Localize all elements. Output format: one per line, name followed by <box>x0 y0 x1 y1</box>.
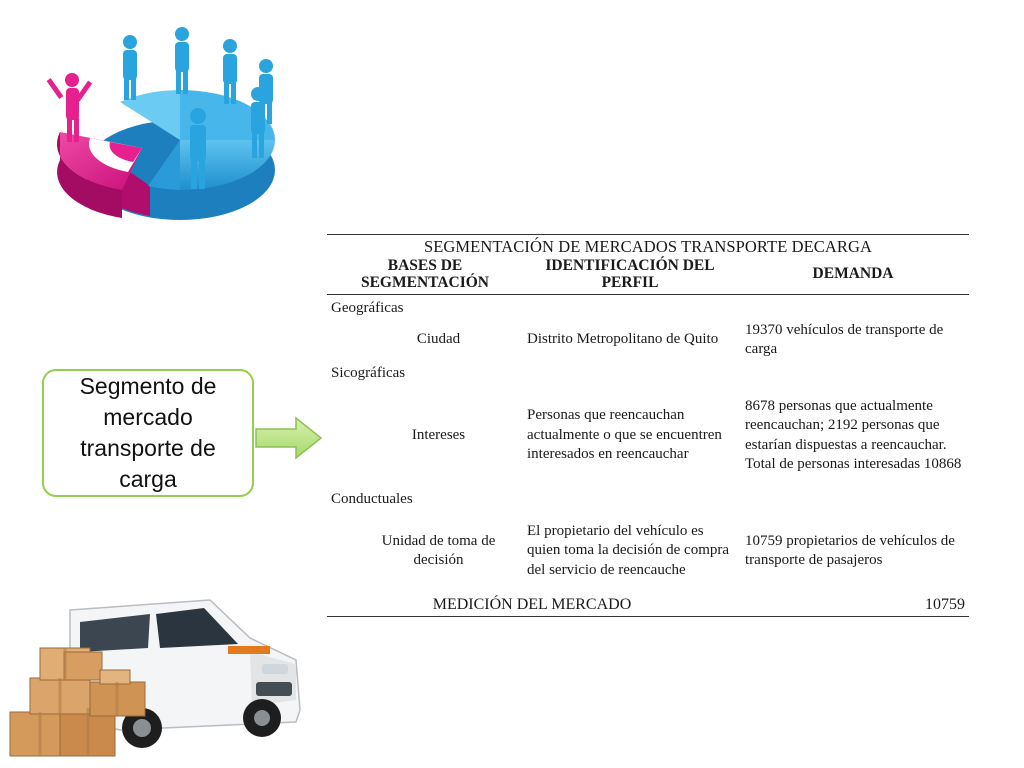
table-title: SEGMENTACIÓN DE MERCADOS TRANSPORTE DECA… <box>423 237 873 256</box>
table-header-row: BASES DE SEGMENTACIÓN IDENTIFICACIÓN DEL… <box>327 256 970 294</box>
table-row: Unidad de toma de decisión El propietari… <box>327 509 969 593</box>
perfil-cell: Personas que reencauchan actualmente o q… <box>527 407 722 463</box>
people-target-pie-illustration <box>46 27 275 220</box>
table-row: Ciudad Distrito Metropolitano de Quito 1… <box>327 318 969 362</box>
demanda-cell: 10759 propietarios de vehículos de trans… <box>745 532 955 569</box>
base-cell: Unidad de toma de decisión <box>381 532 496 569</box>
table-row: Intereses Personas que reencauchan actua… <box>327 384 969 488</box>
category-label: Geográficas <box>331 299 404 316</box>
header-bases: BASES DE SEGMENTACIÓN <box>360 256 490 291</box>
cargo-van-with-boxes-illustration <box>9 599 301 757</box>
total-value: 10759 <box>925 596 966 613</box>
right-arrow-icon <box>255 416 323 460</box>
segment-callout-box: Segmento de mercado transporte de carga <box>42 369 254 497</box>
perfil-cell: Distrito Metropolitano de Quito <box>527 331 719 348</box>
header-perfil: IDENTIFICACIÓN DEL PERFIL <box>545 256 715 291</box>
base-cell: Intereses <box>411 426 466 443</box>
category-label: Conductuales <box>331 490 413 507</box>
base-cell: Ciudad <box>416 331 461 348</box>
total-label: MEDICIÓN DEL MERCADO <box>432 596 632 613</box>
segment-callout-text: Segmento de mercado transporte de carga <box>79 373 217 492</box>
demanda-cell: 8678 personas que actualmente reencaucha… <box>745 397 962 473</box>
perfil-cell: El propietario del vehículo es quien tom… <box>527 522 730 578</box>
segmentation-table: SEGMENTACIÓN DE MERCADOS TRANSPORTE DECA… <box>327 234 970 617</box>
total-row: MEDICIÓN DEL MERCADO 10759 <box>327 593 970 616</box>
demanda-cell: 19370 vehículos de transporte de carga <box>745 321 944 358</box>
header-demanda: DEMANDA <box>812 265 894 282</box>
category-label: Sicográficas <box>331 365 406 381</box>
